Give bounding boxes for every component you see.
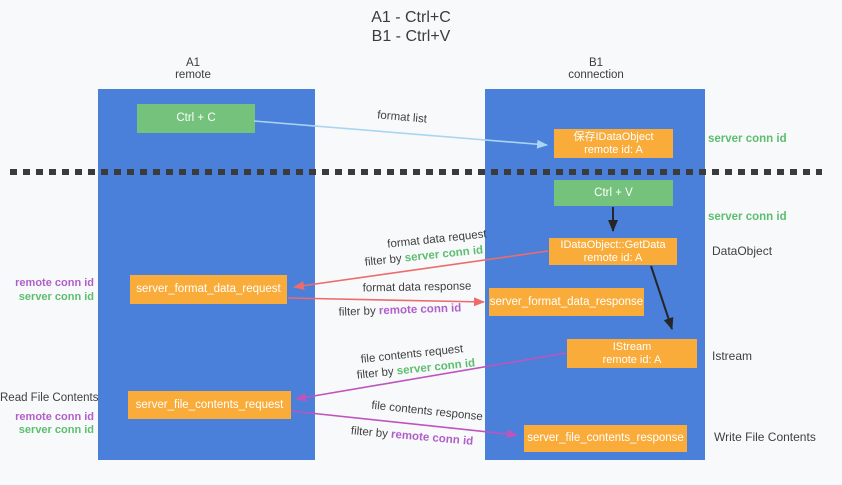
edge-label-format-data-response-text: format data response <box>362 280 472 295</box>
read-file-contents-label: Read File Contents <box>0 392 99 404</box>
node-ctrl-v: Ctrl + V <box>554 180 673 206</box>
node-ctrl-c: Ctrl + C <box>137 104 255 133</box>
lane-b1-subtitle: connection <box>568 69 624 81</box>
right-server-conn-id-top: server conn id <box>708 133 787 145</box>
edge-label-file-contents-response: file contents response <box>371 400 484 425</box>
filter-by-text: filter by <box>356 365 398 382</box>
node-idataobject-getdata-line1: IDataObject::GetData <box>560 238 666 251</box>
node-idataobject-getdata-line2: remote id: A <box>583 251 643 264</box>
lane-a1-subtitle: remote <box>175 69 211 81</box>
node-save-idataobject-line1: 保存IDataObject <box>573 130 654 143</box>
title-line-1: A1 - Ctrl+C <box>371 9 451 26</box>
left-bottom-conn-ids: remote conn id server conn id <box>0 411 94 437</box>
node-server-format-data-response-label: server_format_data_response <box>489 295 644 308</box>
left-bottom-remote-conn-id: remote conn id <box>15 411 94 423</box>
edge-label-filter-server-1: filter by server conn id <box>364 244 484 269</box>
remote-conn-id-text: remote conn id <box>378 302 462 318</box>
right-dataobject-label: DataObject <box>712 244 773 258</box>
node-istream: IStream remote id: A <box>567 339 697 368</box>
node-server-format-data-response: server_format_data_response <box>489 288 644 316</box>
lane-a1-header: A1 remote <box>143 57 243 81</box>
page-title: A1 - Ctrl+C B1 - Ctrl+V <box>311 8 511 46</box>
node-server-format-data-request-label: server_format_data_request <box>136 283 281 295</box>
filter-by-text: filter by <box>350 425 392 441</box>
edge-label-format-list: format list <box>377 109 428 126</box>
node-idataobject-getdata: IDataObject::GetData remote id: A <box>549 238 677 265</box>
session-divider <box>10 169 822 175</box>
left-mid-remote-conn-id: remote conn id <box>15 277 94 289</box>
node-server-format-data-request: server_format_data_request <box>130 275 287 304</box>
edge-label-filter-remote-2: filter by remote conn id <box>350 425 473 449</box>
node-save-idataobject-line2: remote id: A <box>584 143 643 156</box>
edge-label-filter-remote-1: filter by remote conn id <box>338 302 461 319</box>
edge-label-file-contents-response-text: file contents response <box>370 399 484 424</box>
node-ctrl-v-label: Ctrl + V <box>594 186 633 199</box>
arrow-format-data-response <box>287 297 485 307</box>
remote-conn-id-text: remote conn id <box>390 428 474 448</box>
left-mid-conn-ids: remote conn id server conn id <box>0 276 94 304</box>
filter-by-text: filter by <box>338 305 380 319</box>
left-read-file-contents: Read File Contents <box>0 391 99 405</box>
node-ctrl-c-label: Ctrl + C <box>176 112 216 124</box>
left-bottom-server-conn-id: server conn id <box>18 424 94 436</box>
left-mid-server-conn-id: server conn id <box>18 291 94 303</box>
lane-b1-title: B1 <box>588 57 604 69</box>
node-server-file-contents-request-label: server_file_contents_request <box>135 398 284 411</box>
edge-label-format-data-response: format data response <box>363 281 472 296</box>
right-write-file-contents-label: Write File Contents <box>714 430 816 444</box>
node-save-idataobject: 保存IDataObject remote id: A <box>554 129 673 158</box>
right-istream-label: Istream <box>712 349 753 363</box>
filter-by-text: filter by <box>364 252 406 269</box>
node-istream-line1: IStream <box>612 340 652 353</box>
right-server-conn-id-ctrlv: server conn id <box>708 211 787 223</box>
lane-b1-header: B1 connection <box>546 57 646 81</box>
node-server-file-contents-request: server_file_contents_request <box>128 391 291 419</box>
title-line-2: B1 - Ctrl+V <box>371 28 451 45</box>
node-istream-line2: remote id: A <box>602 353 662 366</box>
node-server-file-contents-response: server_file_contents_response <box>524 425 687 452</box>
node-server-file-contents-response-label: server_file_contents_response <box>527 432 684 444</box>
lane-a1-title: A1 <box>185 57 201 69</box>
edge-label-format-list-text: format list <box>376 109 428 126</box>
